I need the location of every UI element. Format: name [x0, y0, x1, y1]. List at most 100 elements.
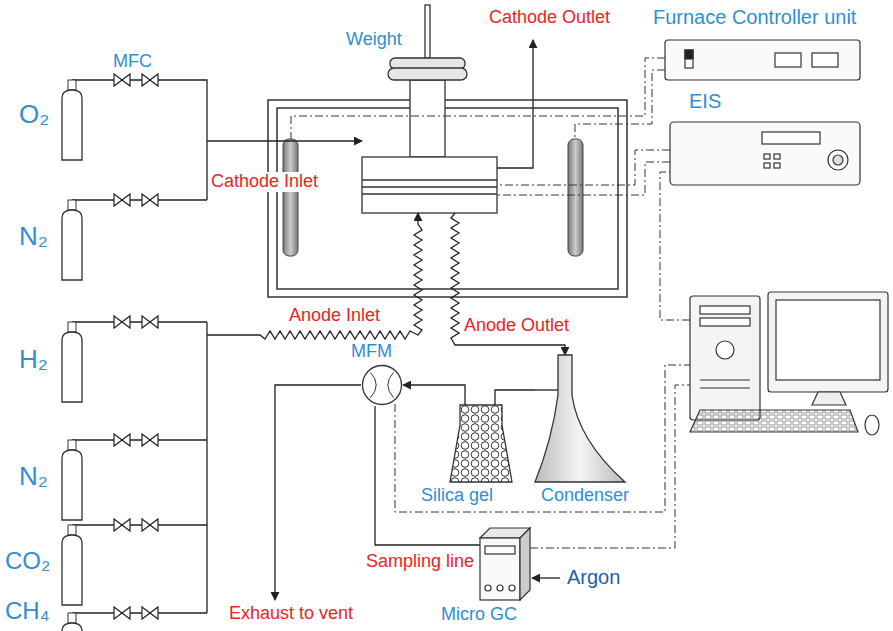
gas-cylinder — [68, 200, 76, 210]
gas-cylinder — [68, 525, 76, 535]
signal-line — [291, 58, 665, 139]
computer — [690, 410, 858, 432]
micro-gc — [480, 538, 520, 600]
computer — [700, 387, 750, 388]
signal-line — [497, 150, 670, 185]
gas-line — [72, 199, 207, 200]
gas-cylinder — [62, 210, 82, 280]
pipe-connector — [375, 406, 480, 545]
computer — [700, 318, 750, 326]
gas-line — [497, 40, 533, 168]
mass-flow-controller — [114, 194, 130, 206]
gas-line — [206, 322, 207, 613]
controller-unit — [685, 50, 693, 68]
node-label: CO₂ — [4, 548, 51, 574]
eis-analyzer: EIS — [670, 122, 860, 185]
condenser — [535, 355, 625, 482]
cell-stack — [362, 186, 497, 187]
cell-stack — [362, 157, 497, 213]
eis-device — [774, 154, 780, 159]
gas-cylinder — [62, 332, 82, 402]
mass-flow-controller — [142, 434, 158, 446]
controller-unit — [665, 40, 860, 80]
gas-line — [72, 439, 207, 440]
weight-disks — [388, 68, 467, 80]
gas-cylinder — [62, 535, 82, 605]
mass-flow-controller — [142, 519, 158, 531]
gas-cylinder: N₂ — [62, 450, 82, 520]
controller-unit — [812, 53, 838, 67]
gas-line — [532, 577, 560, 578]
weight: Weight — [388, 58, 467, 80]
computer — [700, 379, 750, 380]
eis-device — [833, 155, 843, 165]
weight-disks — [388, 58, 467, 80]
computer — [812, 392, 846, 405]
port-label: Cathode Outlet — [488, 8, 611, 28]
gas-line — [207, 140, 362, 141]
port-label: Anode Outlet — [463, 316, 570, 336]
eis-device — [828, 150, 848, 170]
computer — [700, 306, 750, 314]
gas-line — [535, 389, 558, 390]
condenser — [535, 355, 625, 482]
micro-gc — [485, 546, 515, 554]
controller-unit — [775, 53, 801, 67]
mass-flow-controller — [114, 519, 130, 531]
mass-flow-controller — [114, 434, 130, 446]
weight-rod — [410, 5, 445, 157]
line-label: Sampling line — [365, 552, 475, 572]
computer — [776, 300, 880, 380]
node-label: Micro GC — [440, 605, 518, 625]
node-label: EIS — [688, 90, 722, 112]
micro-gc — [485, 585, 491, 591]
eis-device — [774, 163, 780, 168]
mass-flow-controller — [114, 74, 130, 86]
gas-cylinder: CO₂ — [62, 535, 82, 605]
micro-gc — [509, 585, 515, 591]
gas-cylinder — [68, 613, 76, 623]
signal-line — [660, 172, 690, 320]
gas-cylinder: O₂ — [62, 90, 82, 160]
node-label: Weight — [345, 30, 403, 50]
computer — [865, 415, 879, 435]
mfm-outline — [361, 364, 403, 406]
computer — [768, 292, 888, 392]
gas-cylinder — [62, 450, 82, 520]
eis-device — [764, 163, 770, 168]
pipe-connector — [403, 385, 465, 405]
gas-cylinder — [62, 80, 82, 631]
mass-flow-controller — [142, 316, 158, 328]
heater — [283, 139, 583, 256]
furnace — [268, 100, 627, 297]
mass-flow-controller — [114, 316, 130, 328]
component-label: MFC — [112, 52, 153, 72]
node-label: Silica gel — [420, 486, 494, 506]
mass-flow-controller — [142, 74, 158, 86]
controller-unit — [665, 40, 860, 80]
node-label: N₂ — [18, 462, 49, 491]
mass-flow-controller — [114, 74, 158, 619]
eis-device — [762, 132, 820, 144]
signal-line — [497, 162, 670, 195]
gas-line — [275, 385, 361, 600]
condenser: Condenser — [535, 355, 625, 482]
gas-cylinder — [62, 623, 82, 631]
cell-stack — [362, 157, 497, 213]
mfm-mark — [370, 372, 376, 397]
computer — [690, 296, 760, 420]
weight-rod — [410, 80, 445, 157]
port-label: Cathode Inlet — [210, 172, 319, 192]
gas-cylinder — [68, 440, 76, 450]
cell-stack — [362, 193, 497, 194]
node-label: MFM — [350, 342, 393, 362]
computer — [716, 341, 734, 359]
mass-flow-controller — [142, 607, 158, 619]
micro-gc: Micro GC — [480, 528, 530, 600]
gas-line — [72, 80, 207, 200]
gas-cylinder — [62, 90, 82, 160]
gas-cylinder: H₂ — [62, 332, 82, 402]
